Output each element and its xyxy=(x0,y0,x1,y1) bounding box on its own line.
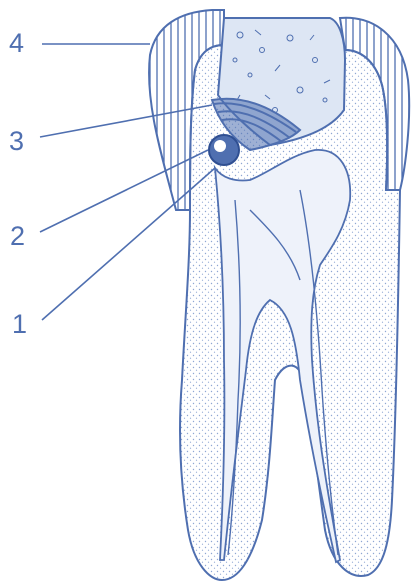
label-4: 4 xyxy=(9,30,24,57)
pulp-lesion-highlight xyxy=(214,140,226,152)
label-1: 1 xyxy=(12,311,27,338)
label-2: 2 xyxy=(10,223,25,250)
label-3: 3 xyxy=(9,128,24,155)
